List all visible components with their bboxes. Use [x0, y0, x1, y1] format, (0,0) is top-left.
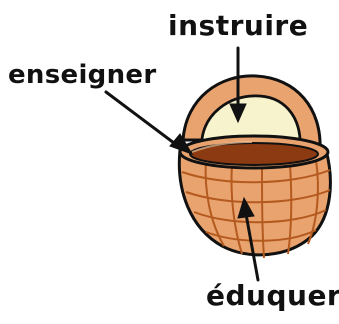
arrow-enseigner — [106, 92, 178, 146]
label-enseigner: enseigner — [8, 62, 156, 88]
basket-icon — [179, 76, 330, 258]
label-eduquer: éduquer — [206, 282, 339, 310]
label-instruire: instruire — [168, 12, 308, 40]
